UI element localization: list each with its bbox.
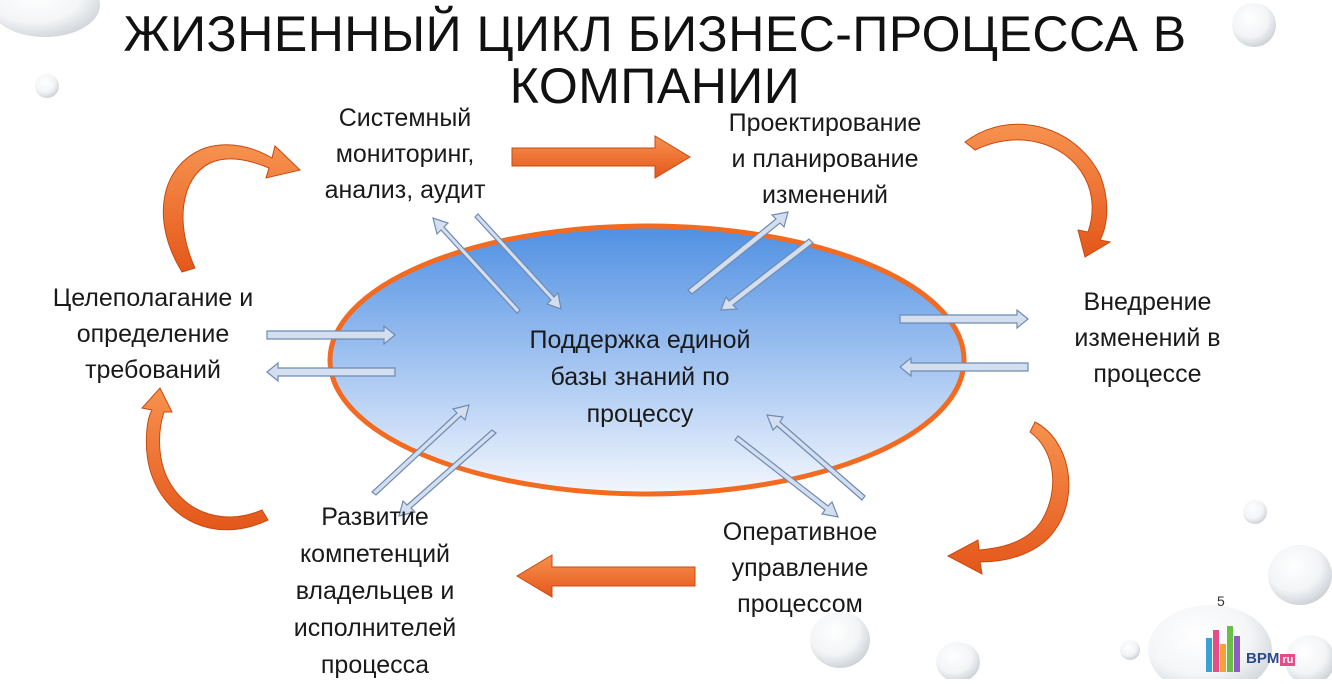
bpm-logo-suffix: ru [1280,654,1296,666]
thin-arrow-base-to-design [687,211,789,295]
node-goals: Целеполагание и определение требований [18,280,288,388]
center-line-3: процессу [586,400,694,428]
node-monitoring: Системный мониторинг, анализ, аудит [295,100,515,208]
cycle-arrow-goals-to-monitoring [162,144,302,273]
thin-arrow-base-to-monitoring [432,217,521,314]
node-competence-line-3: владельцев и [295,577,455,605]
node-design: Проектирование и планирование изменений [700,105,950,213]
node-goals-line-3: требований [85,356,221,384]
thin-arrow-base-to-goals [266,361,396,383]
node-implementation-line-2: изменений в [1074,324,1221,352]
thin-arrow-implementation-to-base [899,356,1029,378]
node-goals-line-1: Целеполагание и [52,284,254,312]
cycle-arrow-implementation-to-operational [946,421,1070,575]
thin-arrows [266,211,1029,518]
node-monitoring-line-2: мониторинг, [335,140,475,168]
thin-arrow-base-to-implementation [899,308,1029,330]
arrow-operational-to-competence [516,554,696,598]
node-design-line-2: и планирование [731,145,919,173]
bpm-logo [1206,626,1240,672]
node-implementation: Внедрение изменений в процессе [1040,284,1255,392]
center-line-1: Поддержка единой [529,326,751,354]
slide-title: ЖИЗНЕННЫЙ ЦИКЛ БИЗНЕС-ПРОЦЕССА В КОМПАНИ… [123,6,1187,114]
node-implementation-line-3: процессе [1093,360,1202,388]
node-goals-line-2: определение [76,320,230,348]
thin-arrow-base-to-competence [398,429,497,517]
node-operational-line-2: управление [731,554,869,582]
bpm-logo-main: BPM [1246,650,1280,667]
thin-arrow-design-to-base [720,238,814,311]
node-competence-line-5: процесса [320,651,430,679]
node-competence-line-1: Развитие [321,503,429,531]
node-operational: Оперативное управление процессом [690,514,910,622]
node-operational-line-1: Оперативное [722,518,878,546]
node-design-line-3: изменений [762,181,888,209]
node-design-line-1: Проектирование [728,109,922,137]
center-knowledge-base-label: Поддержка единой базы знаний по процессу [490,322,790,433]
center-line-2: базы знаний по [550,363,730,391]
thin-arrow-operational-to-base [766,414,866,501]
cycle-arrow-competence-to-goals [141,387,269,531]
thin-arrow-goals-to-base [266,324,396,346]
arrow-monitoring-to-design [511,135,691,179]
node-competence-line-4: исполнителей [293,614,457,642]
thin-arrow-competence-to-base [371,404,470,496]
node-competence: Развитие компетенций владельцев и исполн… [265,499,485,684]
thin-arrow-base-to-operational [734,435,839,518]
knowledge-base-ellipse [327,223,967,497]
page-number: 5 [1217,593,1225,609]
cycle-arrow-design-to-implementation [964,123,1112,258]
node-monitoring-line-1: Системный [338,104,472,132]
node-implementation-line-1: Внедрение [1083,288,1212,316]
node-operational-line-3: процессом [737,590,863,618]
node-competence-line-2: компетенций [299,540,451,568]
thin-arrow-monitoring-to-base [474,213,562,310]
node-monitoring-line-3: анализ, аудит [324,176,486,204]
